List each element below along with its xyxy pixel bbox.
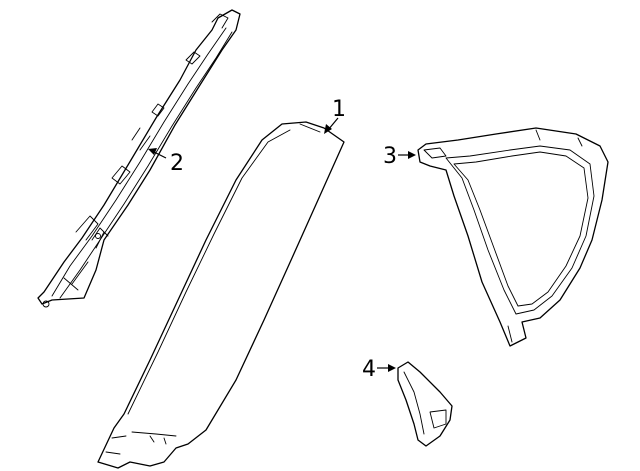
callout-2: 2 [148, 148, 184, 176]
callout-4-arrow [388, 364, 396, 372]
part-4-small-trim [397, 361, 453, 447]
callout-4: 4 [362, 357, 396, 382]
callout-3: 3 [383, 144, 416, 169]
part-1-pillar-trim [97, 121, 345, 469]
part-2-roof-rail [37, 9, 241, 308]
part-3-quarter-window-frame [417, 127, 609, 347]
callout-2-arrow [148, 148, 157, 155]
callout-3-arrow [408, 151, 416, 159]
callout-1-label: 1 [332, 97, 346, 122]
callout-1-arrow [324, 124, 332, 134]
callout-4-label: 4 [362, 357, 376, 382]
callout-3-label: 3 [383, 144, 397, 169]
callout-2-label: 2 [170, 151, 184, 176]
callout-1: 1 [324, 97, 346, 134]
